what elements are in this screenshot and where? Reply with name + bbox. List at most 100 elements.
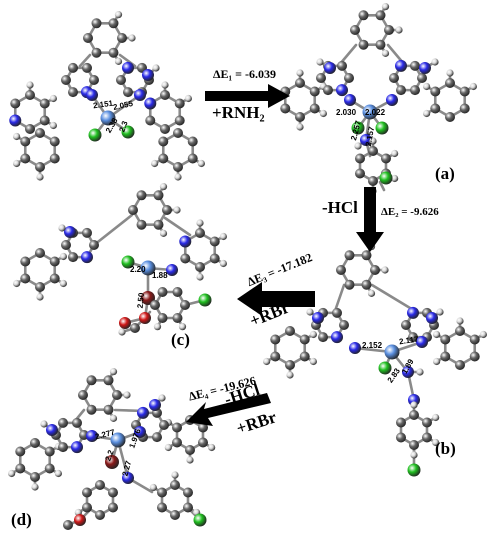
atom-cl: [121, 125, 135, 139]
atom-cl: [121, 255, 135, 269]
atom-c: [91, 18, 102, 29]
atom-h: [118, 328, 126, 336]
atom-c: [185, 445, 195, 455]
atom-h: [114, 57, 123, 65]
arrow-left-step4: [186, 393, 271, 426]
bond-label: 2.152: [362, 341, 383, 350]
atom-cl: [351, 121, 365, 135]
atom-c: [58, 417, 68, 428]
atom-c: [375, 39, 386, 50]
atom-c: [318, 332, 328, 343]
atom-c: [68, 62, 78, 73]
atom-c: [421, 417, 432, 428]
atom-c: [336, 265, 346, 275]
atom-c: [375, 10, 386, 21]
atom-n: [360, 134, 372, 146]
atom-h: [316, 58, 324, 66]
atom-h: [26, 81, 34, 89]
atom-c: [309, 86, 320, 97]
atom-h: [410, 401, 418, 409]
atom-c: [361, 250, 372, 261]
atom-c: [172, 422, 183, 433]
atom-c: [410, 85, 420, 96]
atom-cl: [379, 171, 393, 185]
atom-c: [368, 176, 378, 186]
atom-c: [408, 332, 418, 343]
atom-h: [161, 81, 169, 89]
atom-c: [160, 124, 170, 134]
atom-h: [410, 451, 418, 459]
bond: [378, 180, 386, 192]
atom-c: [445, 112, 455, 122]
atom-br: [105, 455, 119, 469]
atom-c: [370, 265, 380, 275]
atom-c: [172, 287, 183, 298]
atom-h: [354, 142, 362, 150]
atom-c: [285, 326, 295, 336]
atom-c: [209, 236, 220, 247]
atom-c: [128, 205, 138, 215]
atom-c: [174, 115, 185, 126]
atom-c: [145, 115, 156, 126]
atom-c: [159, 420, 169, 430]
atom-c: [61, 75, 71, 85]
atom-c: [136, 219, 147, 230]
atom-n: [142, 69, 154, 81]
atom-cl: [375, 121, 389, 135]
atom-n: [64, 226, 76, 238]
atom-h: [263, 357, 271, 366]
atom-c: [172, 312, 183, 323]
atom-h: [423, 109, 431, 118]
atom-c: [15, 463, 26, 474]
atom-cl: [378, 361, 392, 375]
atom-h: [13, 132, 21, 141]
atom-h: [152, 64, 160, 72]
atom-c: [82, 502, 93, 513]
atom-c: [182, 487, 193, 498]
atom-c: [337, 60, 347, 71]
atom-c: [89, 240, 99, 250]
atom-c: [358, 10, 369, 21]
atom-c: [153, 190, 164, 201]
atom-c: [180, 253, 191, 264]
atom-c: [95, 480, 105, 490]
atom-c: [150, 300, 160, 310]
bond-label: 1.88: [152, 271, 168, 280]
atom-h: [433, 330, 441, 339]
atom-h: [431, 58, 439, 66]
atom-h: [306, 308, 314, 316]
atom-h: [197, 159, 205, 168]
atom-h: [40, 420, 48, 428]
bond: [338, 43, 358, 66]
atom-c: [82, 487, 93, 498]
atom-h: [416, 368, 424, 376]
atom-c: [358, 39, 369, 50]
atom-h: [164, 443, 172, 452]
atom-c: [309, 103, 320, 114]
arrow-right-step1: [205, 84, 290, 108]
atom-o: [74, 514, 86, 526]
atom-h: [158, 394, 166, 402]
atom-h: [36, 173, 44, 181]
atom-c: [86, 375, 97, 386]
bond: [370, 283, 417, 313]
atom-c: [295, 112, 305, 122]
atom-h: [381, 266, 389, 274]
atom-cl: [407, 463, 421, 477]
atom-h: [391, 149, 399, 158]
atom-c: [136, 190, 147, 201]
atom-h: [395, 26, 403, 34]
atom-c: [430, 103, 441, 114]
atom-c: [35, 282, 45, 292]
atom-c: [157, 487, 168, 498]
atom-c: [170, 480, 180, 490]
atom-c: [68, 87, 78, 98]
atom-h: [13, 279, 21, 288]
atom-n: [137, 406, 149, 419]
atom-c: [440, 351, 451, 362]
atom-c: [197, 422, 208, 433]
atom-n: [349, 342, 361, 354]
atom-c: [130, 323, 140, 333]
